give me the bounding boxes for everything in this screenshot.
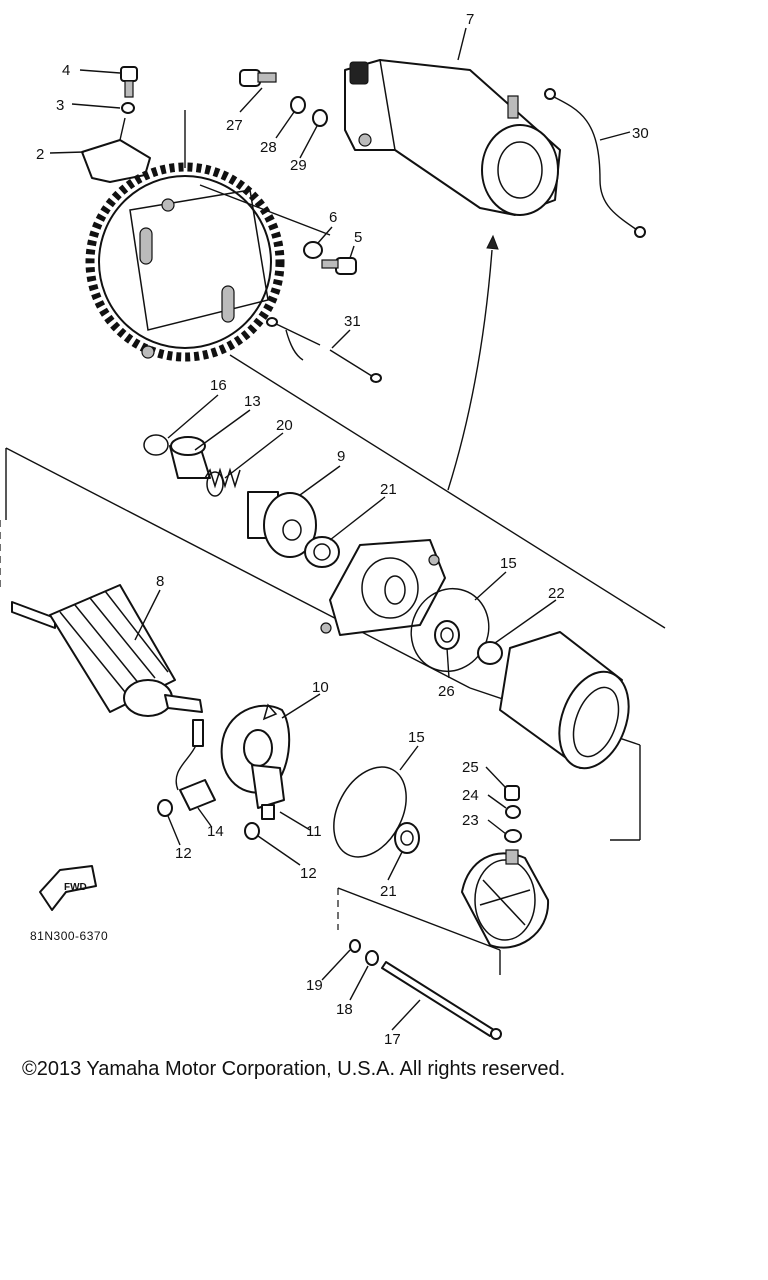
callout-25: 25 [462,759,479,776]
callout-28: 28 [260,139,277,156]
callout-16: 16 [210,377,227,394]
part-21-washer-lower [394,822,420,854]
callout-24: 24 [462,787,479,804]
part-14-brush-holder [175,719,216,811]
part-17-through-bolt [381,961,502,1040]
callout-7: 7 [466,11,474,28]
part-26-oil-seal [434,620,460,650]
part-7-starter-motor [344,59,561,216]
starter-motor-exploded-diagram: FWD 4 3 [0,11,666,1048]
callout-17: 17 [384,1031,401,1048]
callout-18: 18 [336,1001,353,1018]
copyright-notice: ©2013 Yamaha Motor Corporation, U.S.A. A… [22,1058,566,1080]
callout-12-right: 12 [300,865,317,882]
callout-12-left: 12 [175,845,192,862]
callout-9: 9 [337,448,345,465]
part-16-circlip [143,434,169,456]
part-25-nut [504,785,520,801]
callout-23: 23 [462,812,479,829]
part-4-bolt [120,66,138,98]
part-3-washer [121,102,135,114]
callout-21-lower: 21 [380,883,397,900]
callout-31: 31 [344,313,361,330]
part-2-bracket [81,117,151,183]
part-20-spring [204,467,241,497]
fwd-label: FWD [64,882,87,893]
part-18-washer [365,950,379,966]
callout-15-lower: 15 [408,729,425,746]
part-24-washer [505,805,521,819]
callout-27: 27 [226,117,243,134]
callout-4: 4 [62,62,70,79]
callout-26: 26 [438,683,455,700]
fwd-arrow-icon: FWD [39,865,97,911]
callout-15-upper: 15 [500,555,517,572]
callout-numbers: 4 3 2 7 27 28 29 30 6 5 31 16 13 20 9 21… [36,11,649,1048]
callout-2: 2 [36,146,44,163]
part-29-washer [312,109,328,127]
rear-cover [461,849,550,949]
part-19-o-ring [349,939,361,953]
callout-8: 8 [156,573,164,590]
callout-19: 19 [306,977,323,994]
callout-11: 11 [306,823,322,840]
callout-14: 14 [207,823,224,840]
part-5-bolt [321,257,357,275]
yoke-housing [499,631,630,770]
part-9-clutch-gear [247,491,317,558]
part-23-washer [504,829,522,843]
part-27-bolt [239,69,277,87]
part-12-nut-right [244,822,260,840]
callout-13: 13 [244,393,261,410]
callout-6: 6 [329,209,337,226]
callout-30: 30 [632,125,649,142]
callout-5: 5 [354,229,362,246]
part-8-armature [11,584,203,717]
part-31-lead-wire [266,317,382,383]
part-13-collar [169,436,211,479]
part-6-washer [303,241,323,259]
ring-gear-sprocket [85,110,331,362]
part-21-washer-upper [304,536,340,568]
callout-10: 10 [312,679,329,696]
part-28-nut [290,96,306,114]
callout-20: 20 [276,417,293,434]
part-12-nut-left [157,799,173,817]
callout-29: 29 [290,157,307,174]
callout-3: 3 [56,97,64,114]
part-30-lead-wire [544,88,646,238]
callout-22: 22 [548,585,565,602]
callout-21-upper: 21 [380,481,397,498]
part-22-washer [477,641,503,665]
part-code-label: 81N300-6370 [30,929,108,943]
part-11-brush [251,764,285,820]
callout-leaders [49,27,631,1031]
